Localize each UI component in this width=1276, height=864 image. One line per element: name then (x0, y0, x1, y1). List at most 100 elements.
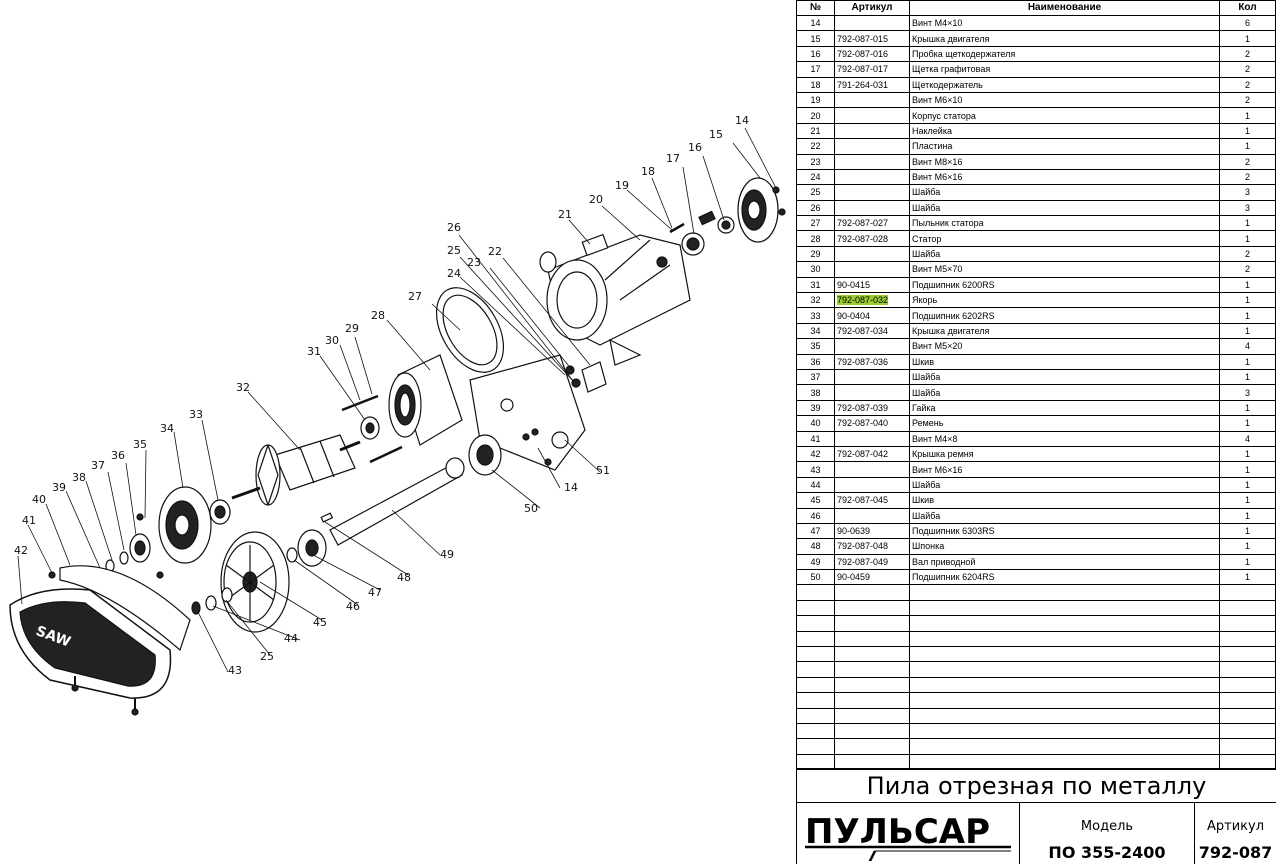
model-value: ПО 355-2400 (1048, 843, 1166, 862)
empty-cell (909, 584, 1220, 601)
quantity-cell: 1 (1219, 368, 1276, 386)
empty-cell (909, 707, 1220, 724)
empty-cell (796, 615, 835, 632)
empty-table-row (796, 615, 1276, 632)
svg-text:17: 17 (666, 152, 680, 165)
stator-part (388, 354, 463, 446)
empty-cell (1219, 676, 1276, 694)
empty-cell (796, 676, 835, 694)
part-name-cell: Наклейка (909, 122, 1220, 140)
highlighted-article: 792-087-032 (837, 295, 889, 306)
quantity-cell: 2 (1219, 168, 1276, 186)
article-cell: 792-087-027 (834, 215, 910, 232)
part-name-cell: Шайба (909, 368, 1220, 386)
empty-cell (1219, 661, 1276, 678)
part-name-cell: Винт М6×16 (909, 461, 1220, 478)
quantity-cell: 3 (1219, 184, 1276, 201)
part-number-cell: 14 (796, 14, 835, 32)
empty-cell (796, 692, 835, 709)
svg-text:22: 22 (488, 245, 502, 258)
article-cell: Артикул 792-087 (1195, 803, 1276, 864)
stator-housing-part (546, 234, 691, 366)
part-name-cell: Пластина (909, 138, 1220, 155)
callout-labels: 14 15 16 17 18 19 20 21 22 23 24 25 26 2… (14, 114, 749, 677)
article-cell: 792-087-040 (834, 415, 910, 432)
empty-cell (796, 707, 835, 724)
part-name-cell: Вал приводной (909, 553, 1220, 571)
empty-cell (909, 676, 1220, 694)
article-cell (834, 184, 910, 201)
part-name-cell: Пыльник статора (909, 215, 1220, 232)
quantity-cell: 1 (1219, 292, 1276, 309)
svg-text:21: 21 (558, 208, 572, 221)
quantity-cell: 1 (1219, 461, 1276, 478)
quantity-cell: 1 (1219, 215, 1276, 232)
part-name-cell: Подшипник 6202RS (909, 307, 1220, 324)
part-number-cell: 20 (796, 107, 835, 124)
empty-cell (1219, 630, 1276, 648)
part-number-cell: 50 (796, 569, 835, 586)
model-caption: Модель (1080, 819, 1134, 834)
empty-cell (834, 584, 910, 601)
part-number-cell: 22 (796, 138, 835, 155)
part-number-cell: 34 (796, 322, 835, 340)
armature-part (231, 434, 361, 506)
part-number-cell: 25 (796, 184, 835, 201)
sticker-part (581, 233, 609, 257)
svg-text:42: 42 (14, 544, 28, 557)
brush-assembly-part (669, 210, 735, 256)
part-number-cell: 21 (796, 122, 835, 140)
part-number-cell: 48 (796, 538, 835, 555)
empty-cell (796, 599, 835, 617)
article-cell (834, 107, 910, 124)
quantity-cell: 1 (1219, 307, 1276, 324)
part-name-cell: Крышка ремня (909, 445, 1220, 463)
stator-dust-cover-part (435, 287, 505, 373)
svg-text:30: 30 (325, 334, 339, 347)
part-name-cell: Шайба (909, 384, 1220, 401)
quantity-cell: 2 (1219, 261, 1276, 278)
quantity-cell: 1 (1219, 553, 1276, 571)
article-cell: 792-087-039 (834, 399, 910, 417)
empty-cell (909, 646, 1220, 663)
part-name-cell: Подшипник 6303RS (909, 522, 1220, 540)
quantity-cell: 2 (1219, 45, 1276, 63)
quantity-cell: 1 (1219, 276, 1276, 294)
part-number-cell: 47 (796, 522, 835, 540)
svg-text:35: 35 (133, 438, 147, 451)
svg-text:18: 18 (641, 165, 655, 178)
svg-text:46: 46 (346, 600, 360, 613)
quantity-cell: 2 (1219, 61, 1276, 78)
article-cell: 792-087-049 (834, 553, 910, 571)
empty-cell (834, 615, 910, 632)
empty-cell (909, 630, 1220, 648)
part-name-cell: Винт М4×10 (909, 14, 1220, 32)
svg-text:27: 27 (408, 290, 422, 303)
callout-leaders (17, 127, 779, 673)
belt-cover-part: SAW (9, 571, 172, 716)
quantity-cell: 1 (1219, 492, 1276, 509)
part-name-cell: Шайба (909, 199, 1220, 217)
part-name-cell: Шайба (909, 476, 1220, 494)
svg-text:26: 26 (447, 221, 461, 234)
svg-text:49: 49 (440, 548, 454, 561)
article-cell (834, 338, 910, 355)
brand-logo-text: ПУЛЬСАР (805, 813, 990, 852)
part-name-cell: Винт М6×10 (909, 91, 1220, 109)
quantity-cell: 2 (1219, 245, 1276, 263)
part-number-cell: 42 (796, 445, 835, 463)
svg-text:25: 25 (260, 650, 274, 663)
